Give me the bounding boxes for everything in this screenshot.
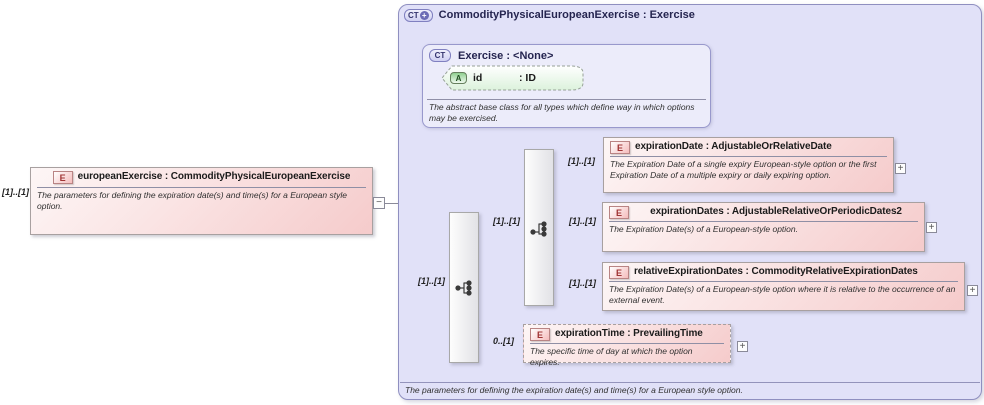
complex-type-plus-icon: CT+ [404, 9, 433, 22]
root-element-doc: The parameters for defining the expirati… [37, 187, 366, 213]
choice-bar [524, 149, 554, 306]
cardinality-label: [1]..[1] [418, 276, 445, 286]
expand-toggle[interactable]: + [926, 222, 937, 233]
element-icon: E [610, 141, 630, 154]
attribute-type: : ID [519, 72, 536, 84]
element-icon: E [52, 171, 73, 184]
element-title: relativeExpirationDates : CommodityRelat… [634, 266, 918, 277]
cardinality-label: [1]..[1] [2, 187, 29, 197]
attribute-icon: A [450, 72, 467, 84]
collapse-toggle[interactable]: − [373, 197, 385, 209]
element-title-row: E relativeExpirationDates : CommodityRel… [603, 263, 964, 280]
element-doc: The Expiration Date(s) of a European-sty… [609, 281, 958, 307]
expand-toggle[interactable]: + [737, 341, 748, 352]
element-icon: E [609, 266, 629, 279]
element-doc: The Expiration Date(s) of a European-sty… [609, 221, 918, 237]
complex-type-header: CT+ CommodityPhysicalEuropeanExercise : … [404, 9, 707, 22]
root-element-title: europeanExercise : CommodityPhysicalEuro… [77, 171, 351, 182]
root-element-title-row: E europeanExercise : CommodityPhysicalEu… [31, 168, 372, 185]
element-box-expiration-date[interactable]: E expirationDate : AdjustableOrRelativeD… [603, 137, 894, 193]
attribute-outline [441, 65, 584, 91]
cardinality-label: [1]..[1] [569, 216, 596, 226]
cardinality-label: [1]..[1] [569, 278, 596, 288]
element-box-expiration-dates[interactable]: E expirationDates : AdjustableRelativeOr… [602, 202, 925, 252]
base-type-title: Exercise : <None> [458, 49, 554, 62]
element-title-row: E expirationDates : AdjustableRelativeOr… [603, 203, 924, 220]
element-title: expirationDates : AdjustableRelativeOrPe… [650, 206, 902, 217]
cardinality-label: 0..[1] [493, 336, 515, 346]
element-icon: E [530, 328, 550, 341]
attribute-box[interactable]: A id : ID [440, 65, 585, 91]
expand-toggle[interactable]: + [967, 285, 978, 296]
attribute-row: A id : ID [450, 65, 585, 91]
element-doc: The Expiration Date of a single expiry E… [610, 156, 887, 182]
choice-indicator-icon [530, 221, 547, 237]
element-box-relative-expiration-dates[interactable]: E relativeExpirationDates : CommodityRel… [602, 262, 965, 311]
element-title: expirationTime : PrevailingTime [555, 328, 703, 339]
complex-type-title: CommodityPhysicalEuropeanExercise : Exer… [438, 9, 695, 21]
base-type-box[interactable]: CT Exercise : <None> A id : ID [422, 44, 711, 128]
derived-plus-icon: + [419, 11, 429, 20]
complex-type-doc: The parameters for defining the expirati… [405, 385, 743, 395]
cardinality-label: [1]..[1] [568, 156, 595, 166]
cardinality-label: [1]..[1] [493, 216, 520, 226]
divider [400, 382, 980, 383]
element-icon: E [609, 206, 629, 219]
base-type-header: CT Exercise : <None> [429, 49, 553, 62]
complex-type-box[interactable]: CT+ CommodityPhysicalEuropeanExercise : … [398, 4, 982, 400]
sequence-indicator-icon [455, 280, 472, 296]
element-doc: The specific time of day at which the op… [530, 343, 724, 369]
base-type-doc: The abstract base class for all types wh… [429, 102, 695, 123]
element-title-row: E expirationTime : PrevailingTime [524, 325, 730, 342]
sequence-bar [449, 212, 479, 363]
complex-type-icon: CT [429, 49, 451, 62]
root-element-box[interactable]: E europeanExercise : CommodityPhysicalEu… [30, 167, 373, 235]
expand-toggle[interactable]: + [895, 163, 906, 174]
attribute-name: id [473, 72, 483, 84]
element-box-expiration-time[interactable]: E expirationTime : PrevailingTime The sp… [523, 324, 731, 367]
element-title: expirationDate : AdjustableOrRelativeDat… [635, 141, 832, 152]
divider [427, 99, 706, 100]
element-title-row: E expirationDate : AdjustableOrRelativeD… [604, 138, 893, 155]
